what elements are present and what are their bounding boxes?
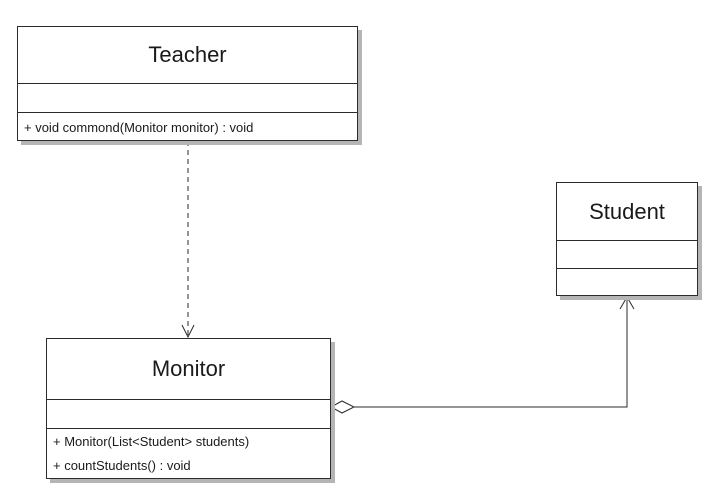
operation: + Monitor(List<Student> students) <box>53 434 250 449</box>
operations-teacher: + void commond(Monitor monitor) : void <box>18 113 357 140</box>
attributes-monitor <box>47 400 330 429</box>
operation: + countStudents() : void <box>53 458 191 473</box>
class-monitor[interactable]: Monitor + Monitor(List<Student> students… <box>46 338 331 479</box>
class-name-teacher: Teacher <box>18 27 357 85</box>
attributes-teacher <box>18 84 357 113</box>
operations-student <box>557 269 697 273</box>
class-teacher[interactable]: Teacher + void commond(Monitor monitor) … <box>17 26 358 141</box>
operation: + void commond(Monitor monitor) : void <box>24 120 254 135</box>
operations-monitor: + Monitor(List<Student> students) + coun… <box>47 429 330 478</box>
dependency-teacher-monitor <box>181 141 195 339</box>
class-student[interactable]: Student <box>556 182 698 296</box>
class-name-monitor: Monitor <box>47 339 330 401</box>
aggregation-monitor-student <box>329 296 635 414</box>
class-name-student: Student <box>557 183 697 241</box>
attributes-student <box>557 241 697 269</box>
